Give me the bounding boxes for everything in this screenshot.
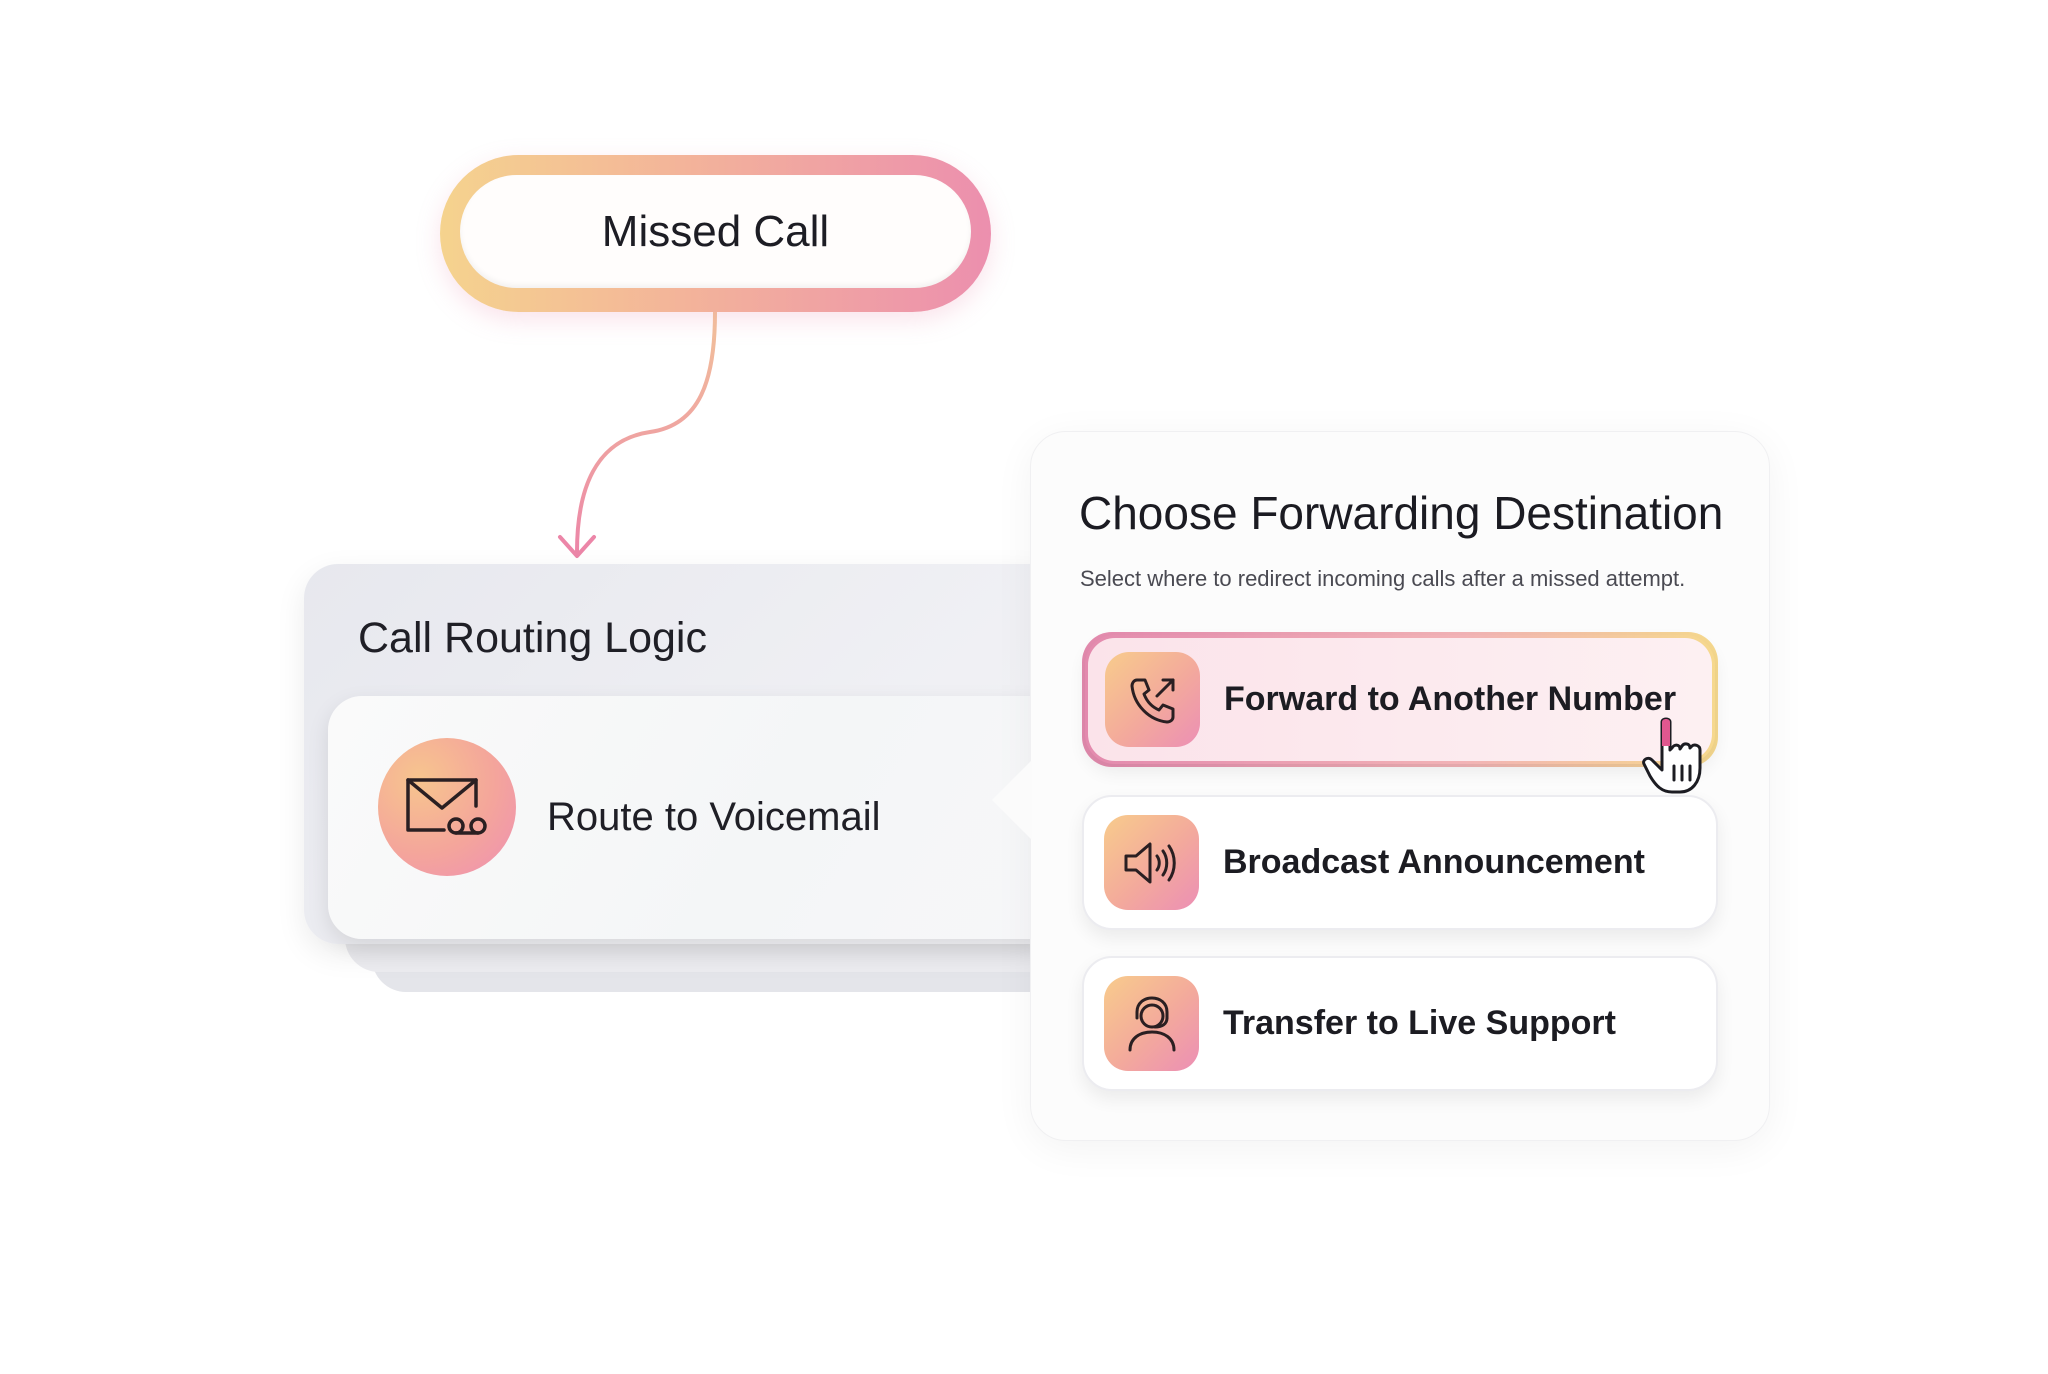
route-label: Route to Voicemail [547, 795, 881, 839]
forwarding-subtitle: Select where to redirect incoming calls … [1080, 566, 1686, 591]
missed-call-trigger-node[interactable]: Missed Call [440, 155, 991, 312]
headset-agent-icon [1104, 976, 1199, 1071]
route-to-voicemail-card[interactable]: Route to Voicemail [328, 696, 1064, 939]
phone-forward-icon [1105, 652, 1200, 747]
popover-pointer [992, 760, 1032, 840]
voicemail-envelope-icon [378, 738, 516, 876]
option-transfer-live-support[interactable]: Transfer to Live Support [1082, 956, 1718, 1091]
option-label: Transfer to Live Support [1223, 1004, 1616, 1042]
forwarding-title: Choose Forwarding Destination [1079, 487, 1724, 539]
option-forward-number[interactable]: Forward to Another Number [1085, 635, 1715, 764]
routing-title: Call Routing Logic [358, 614, 707, 662]
option-broadcast-announcement[interactable]: Broadcast Announcement [1082, 795, 1718, 930]
forwarding-destination-popover: Choose Forwarding Destination Select whe… [1030, 431, 1770, 1141]
option-label: Forward to Another Number [1224, 680, 1677, 718]
speaker-icon [1104, 815, 1199, 910]
option-label: Broadcast Announcement [1223, 843, 1645, 881]
trigger-label: Missed Call [601, 206, 830, 256]
hand-pointer-cursor-icon [1642, 717, 1702, 794]
